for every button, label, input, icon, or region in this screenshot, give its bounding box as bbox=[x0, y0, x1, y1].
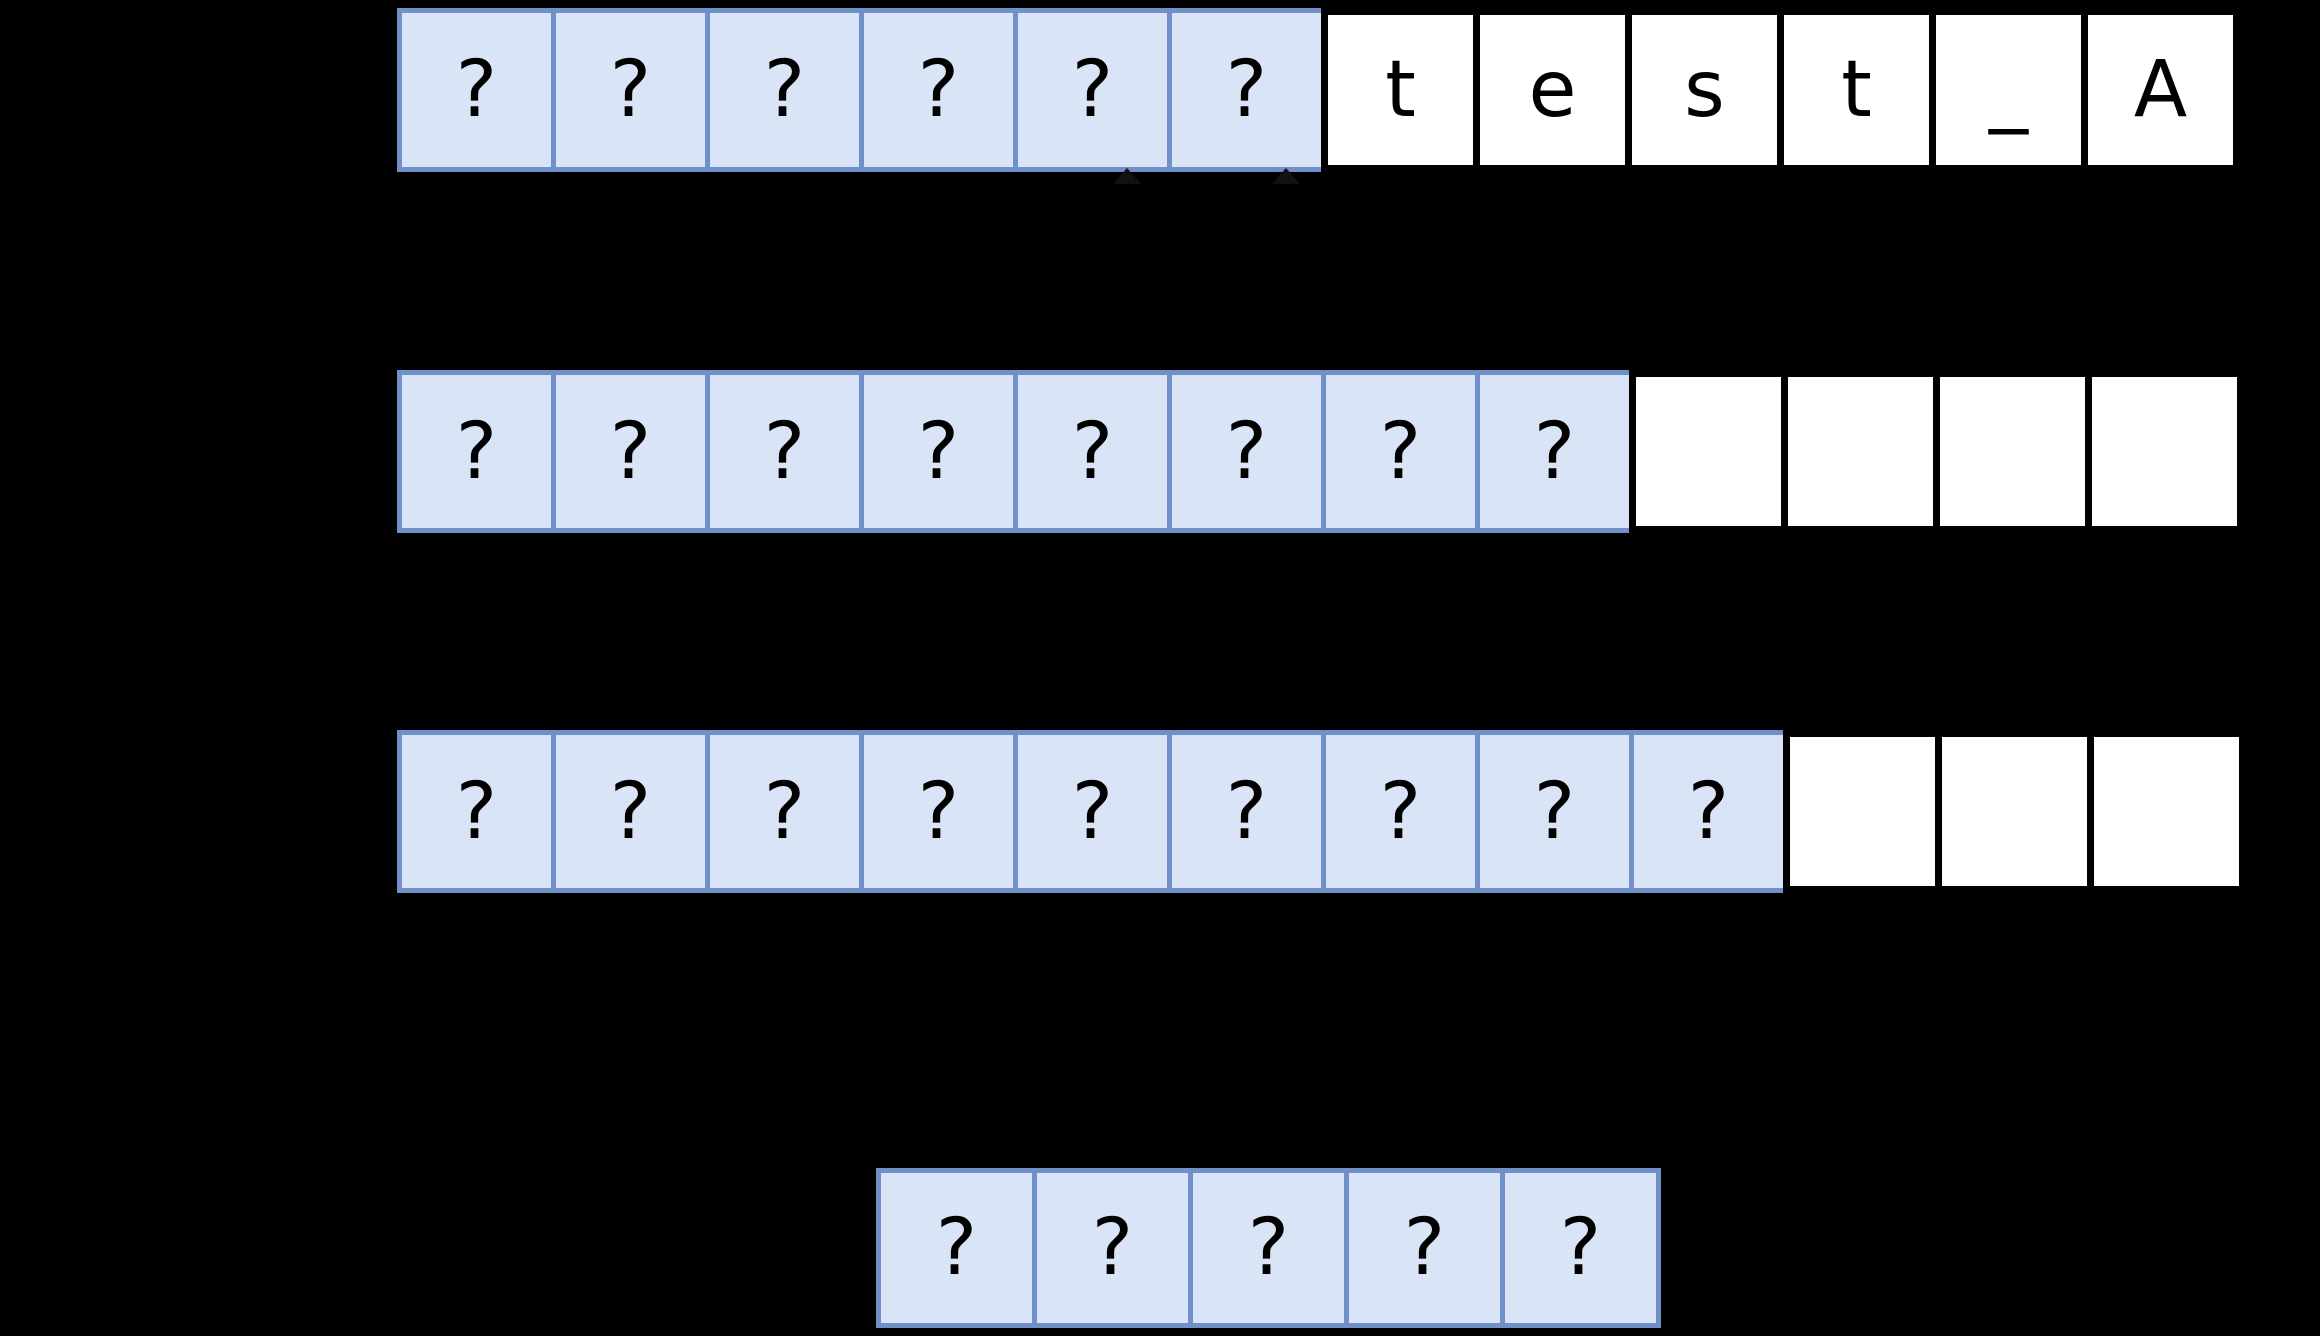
array-cell-unknown[interactable]: ? bbox=[1167, 370, 1326, 533]
array-cell-unknown[interactable]: ? bbox=[705, 8, 864, 172]
array-cell-known[interactable]: A bbox=[2081, 8, 2240, 172]
array-cell-unknown[interactable]: ? bbox=[859, 8, 1018, 172]
array-cell-known[interactable] bbox=[1781, 370, 1940, 533]
array-cell-known[interactable] bbox=[2087, 730, 2246, 893]
arrow-up-icon bbox=[1113, 168, 1141, 184]
array-row: ???????? bbox=[397, 370, 2244, 533]
array-cell-known[interactable] bbox=[1783, 730, 1942, 893]
array-cell-unknown[interactable]: ? bbox=[1475, 730, 1634, 893]
array-cell-unknown[interactable]: ? bbox=[1167, 730, 1326, 893]
array-cell-unknown[interactable]: ? bbox=[859, 730, 1018, 893]
array-cell-unknown[interactable]: ? bbox=[1500, 1168, 1661, 1328]
array-cell-unknown[interactable]: ? bbox=[1013, 8, 1172, 172]
array-cell-known[interactable]: e bbox=[1473, 8, 1632, 172]
array-cell-unknown[interactable]: ? bbox=[551, 8, 710, 172]
array-cell-unknown[interactable]: ? bbox=[876, 1168, 1037, 1328]
array-cell-known[interactable] bbox=[2085, 370, 2244, 533]
array-cell-unknown[interactable]: ? bbox=[1344, 1168, 1505, 1328]
array-cell-unknown[interactable]: ? bbox=[1167, 8, 1326, 172]
array-cell-known[interactable] bbox=[1935, 730, 2094, 893]
array-cell-unknown[interactable]: ? bbox=[1321, 370, 1480, 533]
array-cell-unknown[interactable]: ? bbox=[859, 370, 1018, 533]
array-cell-unknown[interactable]: ? bbox=[1188, 1168, 1349, 1328]
array-cell-unknown[interactable]: ? bbox=[705, 730, 864, 893]
array-cell-known[interactable]: s bbox=[1625, 8, 1784, 172]
array-cell-unknown[interactable]: ? bbox=[705, 370, 864, 533]
array-cell-known[interactable] bbox=[1629, 370, 1788, 533]
array-cell-unknown[interactable]: ? bbox=[1629, 730, 1788, 893]
array-row: ????????? bbox=[397, 730, 2246, 893]
array-cell-unknown[interactable]: ? bbox=[1032, 1168, 1193, 1328]
array-cell-known[interactable]: t bbox=[1321, 8, 1480, 172]
array-cell-unknown[interactable]: ? bbox=[551, 730, 710, 893]
array-cell-unknown[interactable]: ? bbox=[1321, 730, 1480, 893]
array-cell-unknown[interactable]: ? bbox=[1475, 370, 1634, 533]
array-cell-unknown[interactable]: ? bbox=[1013, 370, 1172, 533]
array-cell-known[interactable]: _ bbox=[1929, 8, 2088, 172]
arrow-up-icon bbox=[1272, 168, 1300, 184]
array-cell-unknown[interactable]: ? bbox=[397, 8, 556, 172]
array-cell-unknown[interactable]: ? bbox=[397, 730, 556, 893]
array-cell-known[interactable] bbox=[1933, 370, 2092, 533]
array-cell-known[interactable]: t bbox=[1777, 8, 1936, 172]
array-cell-unknown[interactable]: ? bbox=[551, 370, 710, 533]
array-cell-unknown[interactable]: ? bbox=[397, 370, 556, 533]
array-cell-unknown[interactable]: ? bbox=[1013, 730, 1172, 893]
array-row: ????? bbox=[876, 1168, 1661, 1328]
